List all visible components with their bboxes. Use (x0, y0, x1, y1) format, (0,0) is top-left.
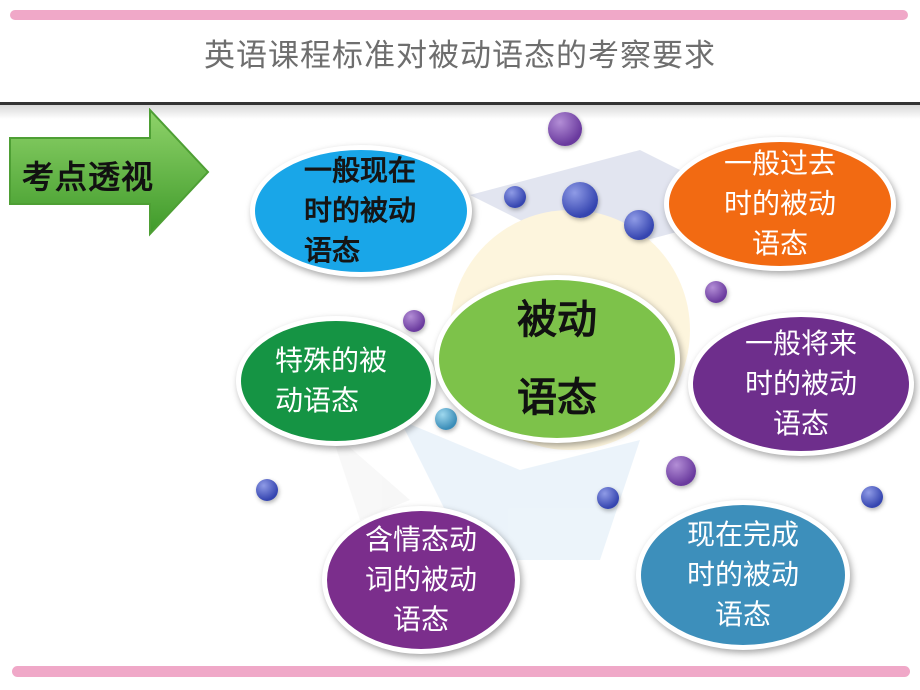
topic-label: 一般现在时的被动语态 (304, 154, 417, 267)
topic-label: 特殊的被动语态 (275, 344, 388, 417)
decorative-dot (435, 408, 457, 430)
decorative-dot (597, 487, 619, 509)
top-decorative-bar (10, 10, 908, 20)
topic-modal-verb-passive: 含情态动词的被动语态 (322, 506, 520, 654)
decorative-dot (256, 479, 278, 501)
topic-label: 现在完成时的被动语态 (686, 518, 799, 631)
topic-past-simple-passive: 一般过去时的被动语态 (664, 137, 896, 271)
decorative-dot (705, 281, 727, 303)
page-title: 英语课程标准对被动语态的考察要求 (204, 38, 716, 74)
central-label: 被动语态 (517, 297, 597, 421)
topic-present-simple-passive: 一般现在时的被动语态 (250, 145, 472, 277)
topic-present-perfect-passive: 现在完成时的被动语态 (636, 500, 850, 650)
topic-label: 含情态动词的被动语态 (364, 523, 477, 636)
arrow-label: 考点透视 (22, 158, 155, 196)
decorative-dot (548, 112, 582, 146)
title-divider (0, 102, 920, 105)
decorative-dot (403, 310, 425, 332)
decorative-dot (861, 486, 883, 508)
topic-label: 一般过去时的被动语态 (723, 147, 836, 260)
arrow-icon (9, 108, 210, 237)
bottom-decorative-bar (12, 666, 910, 677)
topic-future-simple-passive: 一般将来时的被动语态 (688, 312, 914, 456)
decorative-dot (562, 182, 598, 218)
decorative-dot (666, 456, 696, 486)
topic-label: 一般将来时的被动语态 (744, 327, 857, 440)
central-topic-passive-voice: 被动语态 (434, 275, 680, 443)
decorative-dot (504, 186, 526, 208)
decorative-dot (624, 210, 654, 240)
title-divider-shadow (0, 105, 920, 119)
topic-special-passive: 特殊的被动语态 (236, 316, 436, 446)
